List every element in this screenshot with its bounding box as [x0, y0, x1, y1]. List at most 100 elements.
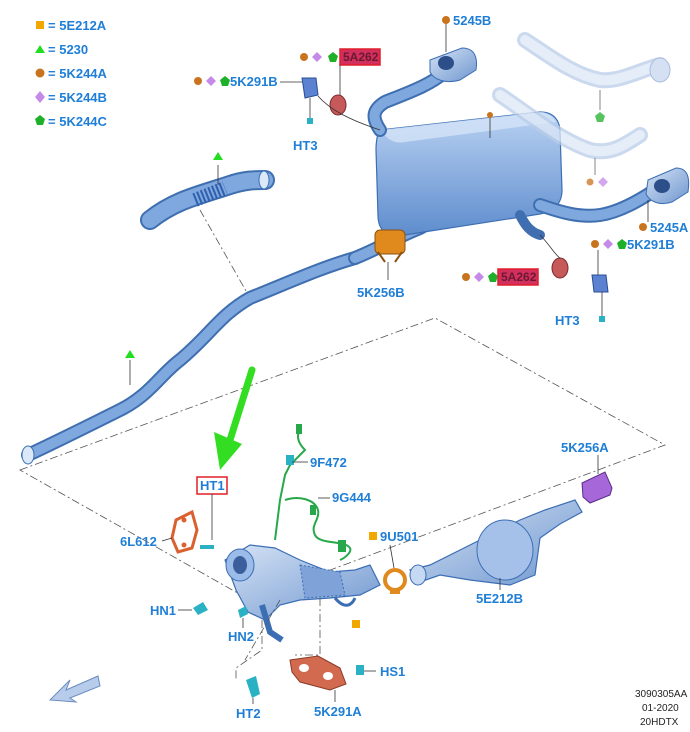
nut-hn2: HN2: [228, 606, 254, 644]
part-label-5k256b: 5K256B: [357, 285, 405, 300]
hanger-bracket: [591, 274, 609, 293]
part-label-5k256a: 5K256A: [561, 440, 609, 455]
part-label-ht3: HT3: [293, 138, 318, 153]
part-label-5k291b: 5K291B: [230, 74, 278, 89]
rubber-insulator: [551, 257, 569, 279]
part-label-5k291a: 5K291A: [314, 704, 362, 719]
legend-label: = 5K244C: [48, 114, 108, 129]
gasket-6l612: 6L612: [120, 509, 214, 554]
part-label-5k291b: 5K291B: [627, 237, 675, 252]
circle-icon: [586, 178, 594, 186]
square-icon: [369, 532, 377, 540]
pentagon-icon: [617, 239, 627, 249]
legend-label: = 5K244A: [48, 66, 108, 81]
legend-item-pentagon: = 5K244C: [35, 114, 108, 129]
part-label-9f472: 9F472: [310, 455, 347, 470]
clamp-9u501: 9U501: [369, 529, 418, 594]
diamond-icon: [598, 177, 608, 187]
diamond-icon: [312, 52, 322, 62]
diamond-icon: [603, 239, 613, 249]
legend-item-circle: = 5K244A: [35, 66, 108, 81]
pipe-flange: [21, 445, 35, 465]
bolt-icon: [307, 118, 313, 124]
circle-icon: [487, 112, 493, 118]
hanger-group-right: 5K291B HT3 5A262: [462, 234, 675, 328]
square-icon: [36, 21, 44, 29]
sensor-9f472: 9F472: [274, 424, 347, 541]
stud-icon: [200, 545, 214, 549]
drawing-footer: 3090305AA 01-2020 20HDTX: [635, 689, 688, 728]
part-label-5a262[interactable]: 5A262: [343, 50, 379, 64]
drawing-date: 01-2020: [642, 703, 679, 714]
tailpipe-tip-5245a: 5245A: [639, 167, 690, 235]
pentagon-icon: [595, 112, 605, 122]
lower-dashed-leaders: [235, 598, 321, 680]
rear-muffler: [348, 65, 662, 265]
circle-icon: [639, 223, 647, 231]
circle-icon: [591, 240, 599, 248]
diamond-icon: [474, 272, 484, 282]
pentagon-icon: [35, 115, 45, 125]
part-label-hn1: HN1: [150, 603, 176, 618]
flex-pipe-upper: [140, 152, 275, 230]
triangle-icon: [35, 45, 45, 53]
circle-icon: [194, 77, 202, 85]
legend: = 5E212A = 5230 = 5K244A = 5K244B = 5K24…: [35, 18, 108, 129]
highlighted-part-box[interactable]: [339, 48, 381, 66]
pentagon-icon: [220, 76, 230, 86]
part-label-ht1[interactable]: HT1: [200, 478, 225, 493]
part-label-5a262[interactable]: 5A262: [501, 270, 537, 284]
legend-item-diamond: = 5K244B: [35, 90, 107, 105]
part-label-6l612: 6L612: [120, 534, 157, 549]
part-label-ht2: HT2: [236, 706, 261, 721]
tailpipe-tip-5245b: 5245B: [429, 13, 491, 83]
drawing-model: 20HDTX: [640, 717, 679, 728]
vehicle-front-arrow: [48, 675, 101, 703]
legend-label: = 5K244B: [48, 90, 107, 105]
hanger-bracket: [301, 77, 319, 99]
highlighted-part-box[interactable]: [497, 268, 539, 286]
circle-icon: [442, 16, 450, 24]
legend-label: = 5230: [48, 42, 88, 57]
part-label-hn2: HN2: [228, 629, 254, 644]
circle-icon: [462, 273, 470, 281]
part-label-5e212b: 5E212B: [476, 591, 523, 606]
front-pipe: [21, 251, 362, 465]
clamp-5k256a: 5K256A: [561, 440, 613, 504]
legend-label: = 5E212A: [48, 18, 107, 33]
pentagon-icon: [488, 272, 498, 282]
clamp-icon: [374, 229, 406, 255]
bolt-icon: [599, 316, 605, 322]
gasket-5k291a: 5K291A HS1: [289, 620, 405, 719]
hanger-group-top: 5A262 5K291B HT3: [194, 48, 381, 153]
diamond-icon: [206, 76, 216, 86]
drawing-code: 3090305AA: [635, 689, 688, 700]
pointer-arrow: [214, 366, 256, 470]
triangle-icon: [125, 350, 135, 358]
part-label-9u501: 9U501: [380, 529, 418, 544]
nut-hn1: HN1: [150, 602, 208, 618]
part-label-5245b: 5245B: [453, 13, 491, 28]
catalytic-converter-front: [224, 544, 381, 643]
part-label-hs1: HS1: [380, 664, 405, 679]
circle-icon: [35, 68, 45, 78]
sensor-9g444: 9G444: [284, 490, 372, 561]
ht1-label-group: HT1: [196, 476, 228, 540]
triangle-icon: [213, 152, 223, 160]
circle-icon: [300, 53, 308, 61]
rubber-insulator: [329, 94, 347, 116]
legend-item-square: = 5E212A: [36, 18, 107, 33]
diamond-icon: [35, 91, 45, 103]
part-label-ht3: HT3: [555, 313, 580, 328]
part-label-5245a: 5245A: [650, 220, 689, 235]
legend-item-triangle: = 5230: [35, 42, 88, 57]
stud-icon: [356, 665, 364, 675]
clamp-5k256b: 5K256B: [357, 229, 406, 300]
pentagon-icon: [328, 52, 338, 62]
part-label-9g444: 9G444: [332, 490, 372, 505]
catalytic-converter-5e212b: 5E212B: [408, 499, 583, 606]
alt-tailpipe-ghost: [492, 32, 671, 187]
stud-ht2: HT2: [236, 676, 261, 721]
square-icon: [352, 620, 360, 628]
